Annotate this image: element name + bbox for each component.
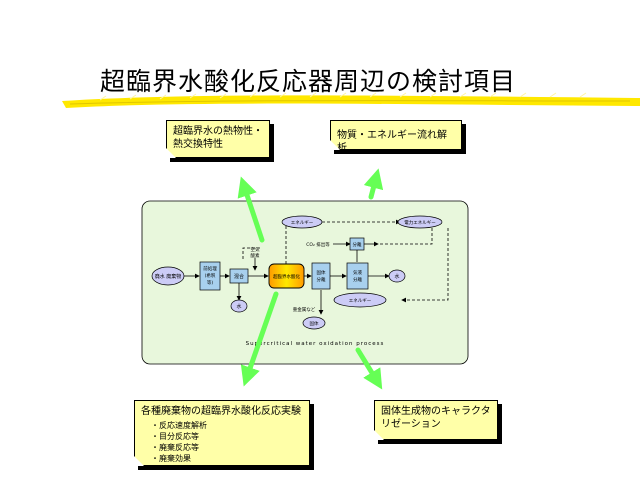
gas-liquid-separator-box [346,262,369,290]
note-solid-line-2: リゼーション [381,419,441,430]
energy-bottom-node [333,292,387,308]
gas-liquid-separator-label-1: 気液 [353,269,362,276]
note-flow-text: 物質・エネルギー流れ解析 [337,130,447,154]
note-oxidation-experiments: 各種廃棄物の超臨界水酸化反応実験 反応速度解析 目分反応等 廃棄反応等 廃棄効果 [134,400,310,466]
water-left-label: 水 [236,303,241,310]
note-thermal-line-1: 超臨界水の熱物性・ [173,126,263,137]
energy-bottom-label: エネルギー [349,298,372,304]
water-left-node [230,299,248,313]
note-solid-line-1: 固体生成物のキャラクタ [381,406,491,417]
air-label-1: 空気 [251,246,260,253]
diagram-caption: Supercritical water oxidation process [246,341,385,347]
solid-separator-label-2: 分離 [317,276,326,283]
diagram-panel [141,200,469,365]
co2-label: CO₂ 排出等 [306,241,330,248]
note-experiments-title: 各種廃棄物の超臨界水酸化反応実験 [141,406,301,417]
pretreatment-box [199,261,221,291]
slide-title: 超臨界水酸化反応器周辺の検討項目 [100,67,517,96]
water-right-node [388,269,406,283]
mixer-label: 混合 [234,273,244,280]
energy-right-node [397,215,443,229]
gas-separator-box [349,237,365,251]
solid-node [302,316,326,330]
arrow-to-experiments-note [240,291,279,387]
list-item: 目分反応等 [151,431,303,442]
pretreatment-label-1: 前処理 [203,265,217,272]
solid-label: 固体 [310,320,319,327]
pretreatment-label-2: (希釈 [205,272,216,279]
list-item: 廃棄反応等 [151,442,303,453]
energy-top-label: エネルギー [291,220,314,226]
energy-top-node [281,215,323,229]
note-experiments-list: 反応速度解析 目分反応等 廃棄反応等 廃棄効果 [151,420,303,464]
gas-liquid-separator-label-2: 分離 [353,276,362,283]
list-item: 廃棄効果 [151,453,303,464]
feed-node [151,266,185,286]
solid-separator-box [311,262,331,290]
air-label-2: 酸素 [251,252,260,259]
pretreatment-label-3: 等) [207,279,213,286]
gas-separator-label: 分離 [353,241,362,248]
list-item: 反応速度解析 [151,420,303,431]
note-solid-characterization: 固体生成物のキャラクタ リゼーション [374,400,498,440]
mixer-box [229,268,249,284]
reactor-box [268,263,305,289]
energy-right-label: 電力エネルギー [404,219,436,226]
arrow-to-flow-note [363,168,384,200]
reactor-label: 超臨界水酸化 [273,273,300,280]
note-thermal-properties: 超臨界水の熱物性・ 熱交換特性 [166,120,270,158]
note-thermal-line-2: 熱交換特性 [173,139,223,150]
solid-separator-label-1: 固体 [317,269,326,276]
feed-label: 廃水 廃棄物 [155,273,182,280]
heavy-metal-label: 重金属など [293,306,316,313]
arrow-to-thermal-note [237,176,265,243]
water-right-label: 水 [394,273,399,280]
arrow-to-solid-note [355,347,383,390]
note-material-energy-flow: 物質・エネルギー流れ解析 [330,120,462,154]
